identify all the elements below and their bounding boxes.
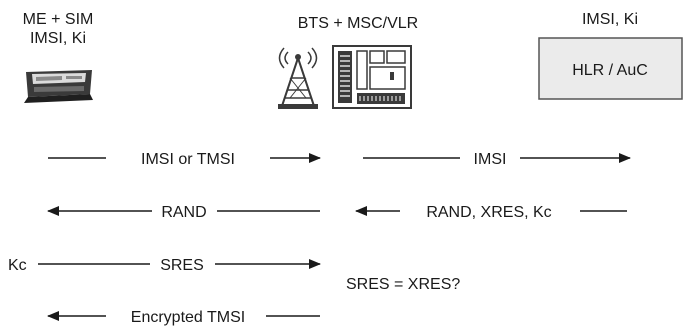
message-imsi: IMSI <box>363 151 631 168</box>
message-rand: RAND <box>47 204 320 221</box>
hlr-auc-box <box>538 37 683 100</box>
message-sres: SRES <box>38 257 321 274</box>
message-label: Encrypted TMSI <box>131 309 245 326</box>
message-encrypted-tmsi: Encrypted TMSI <box>47 309 320 326</box>
message-label: SRES <box>160 257 204 274</box>
hlr-top-label: IMSI, Ki <box>582 11 638 28</box>
message-imsi-or-tmsi: IMSI or TMSI <box>48 151 321 168</box>
sres-check-label: SRES = XRES? <box>346 276 460 293</box>
mobile-phone-icon <box>24 70 93 103</box>
switch-cabinet-icon <box>332 45 412 109</box>
network-label: BTS + MSC/VLR <box>298 15 418 32</box>
handset-label-1: ME + SIM <box>23 11 94 28</box>
antenna-tower-icon <box>278 47 318 109</box>
message-label: IMSI <box>474 151 507 168</box>
message-rand-xres-kc: RAND, XRES, Kc <box>355 204 627 221</box>
message-label: IMSI or TMSI <box>141 151 235 168</box>
handset-label-2: IMSI, Ki <box>30 30 86 47</box>
hlr-auc-label: HLR / AuC <box>572 62 648 79</box>
message-label: RAND, XRES, Kc <box>426 204 551 221</box>
message-label: RAND <box>161 204 206 221</box>
kc-label: Kc <box>8 257 27 274</box>
